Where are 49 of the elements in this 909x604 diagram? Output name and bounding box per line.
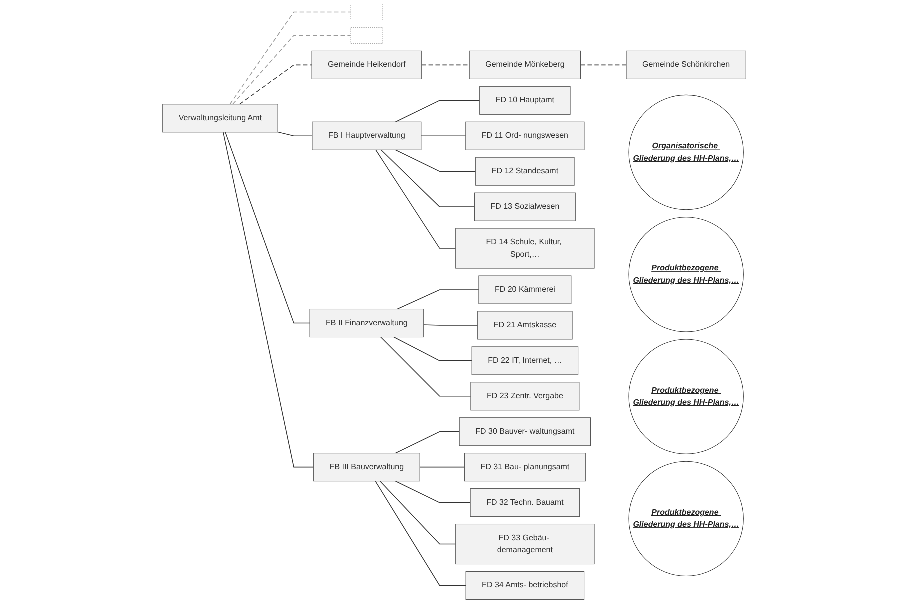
connector	[376, 150, 456, 249]
node-box: FD 31 Bau- planungsamt	[464, 453, 586, 482]
node-box: FD 32 Techn. Bauamt	[470, 488, 580, 518]
node-box: FD 34 Amts- betriebshof	[466, 571, 585, 600]
node-box: FD 12 Standesamt	[476, 157, 575, 186]
connector	[278, 132, 313, 137]
connector	[421, 136, 466, 137]
node-box: FD 13 Sozialwesen	[474, 192, 576, 222]
connector	[395, 150, 476, 172]
node-circle: Produktbezogene Gliederung des HH-Plans,…	[628, 217, 744, 332]
node-box: FD 21 Amtskasse	[478, 311, 573, 340]
connector	[395, 431, 460, 454]
connector	[580, 64, 627, 66]
connector	[397, 290, 480, 310]
connector	[394, 336, 472, 362]
node-circle: Organisatorische Gliederung des HH-Plans,…	[628, 94, 744, 210]
node-box: FB III Bauverwaltung	[314, 453, 420, 482]
connector	[375, 480, 466, 586]
node-box: FD 30 Bauver- waltungsamt	[459, 418, 592, 446]
connector	[232, 35, 352, 105]
connector	[239, 64, 312, 105]
node-box: FD 22 IT, Internet, …	[472, 346, 579, 376]
node-box: FB II Finanzverwaltung	[310, 309, 424, 338]
connector	[423, 324, 478, 326]
connector	[380, 336, 472, 397]
node-circle: Produktbezogene Gliederung des HH-Plans,…	[628, 461, 744, 577]
node-box: FB I Hauptverwaltung	[312, 122, 422, 150]
node-box: Verwaltungsleitung Amt	[162, 104, 278, 133]
connector	[395, 100, 480, 123]
connector	[380, 480, 456, 545]
node-box: FD 14 Schule, Kultur, Sport,…	[456, 228, 595, 269]
node-box	[350, 27, 384, 44]
node-box: FD 20 Kämmerei	[478, 276, 572, 304]
node-box: Gemeinde Heikendorf	[312, 50, 422, 80]
node-box: FD 33 Gebäu- demanagement	[456, 524, 595, 565]
connector	[223, 132, 314, 468]
node-box: Gemeinde Mönkeberg	[469, 50, 582, 80]
node-circle: Produktbezogene Gliederung des HH-Plans,…	[628, 339, 744, 454]
node-box: FD 11 Ord- nungswesen	[466, 122, 585, 150]
node-box	[350, 4, 384, 21]
node-box: FD 23 Zentr. Vergabe	[470, 382, 580, 411]
node-box: Gemeinde Schönkirchen	[626, 50, 746, 80]
connector	[230, 12, 352, 105]
connector	[420, 466, 466, 468]
connector	[380, 150, 476, 208]
connector	[225, 132, 310, 324]
node-box: FD 10 Hauptamt	[480, 86, 571, 115]
connector	[395, 480, 471, 504]
connector	[421, 64, 470, 66]
